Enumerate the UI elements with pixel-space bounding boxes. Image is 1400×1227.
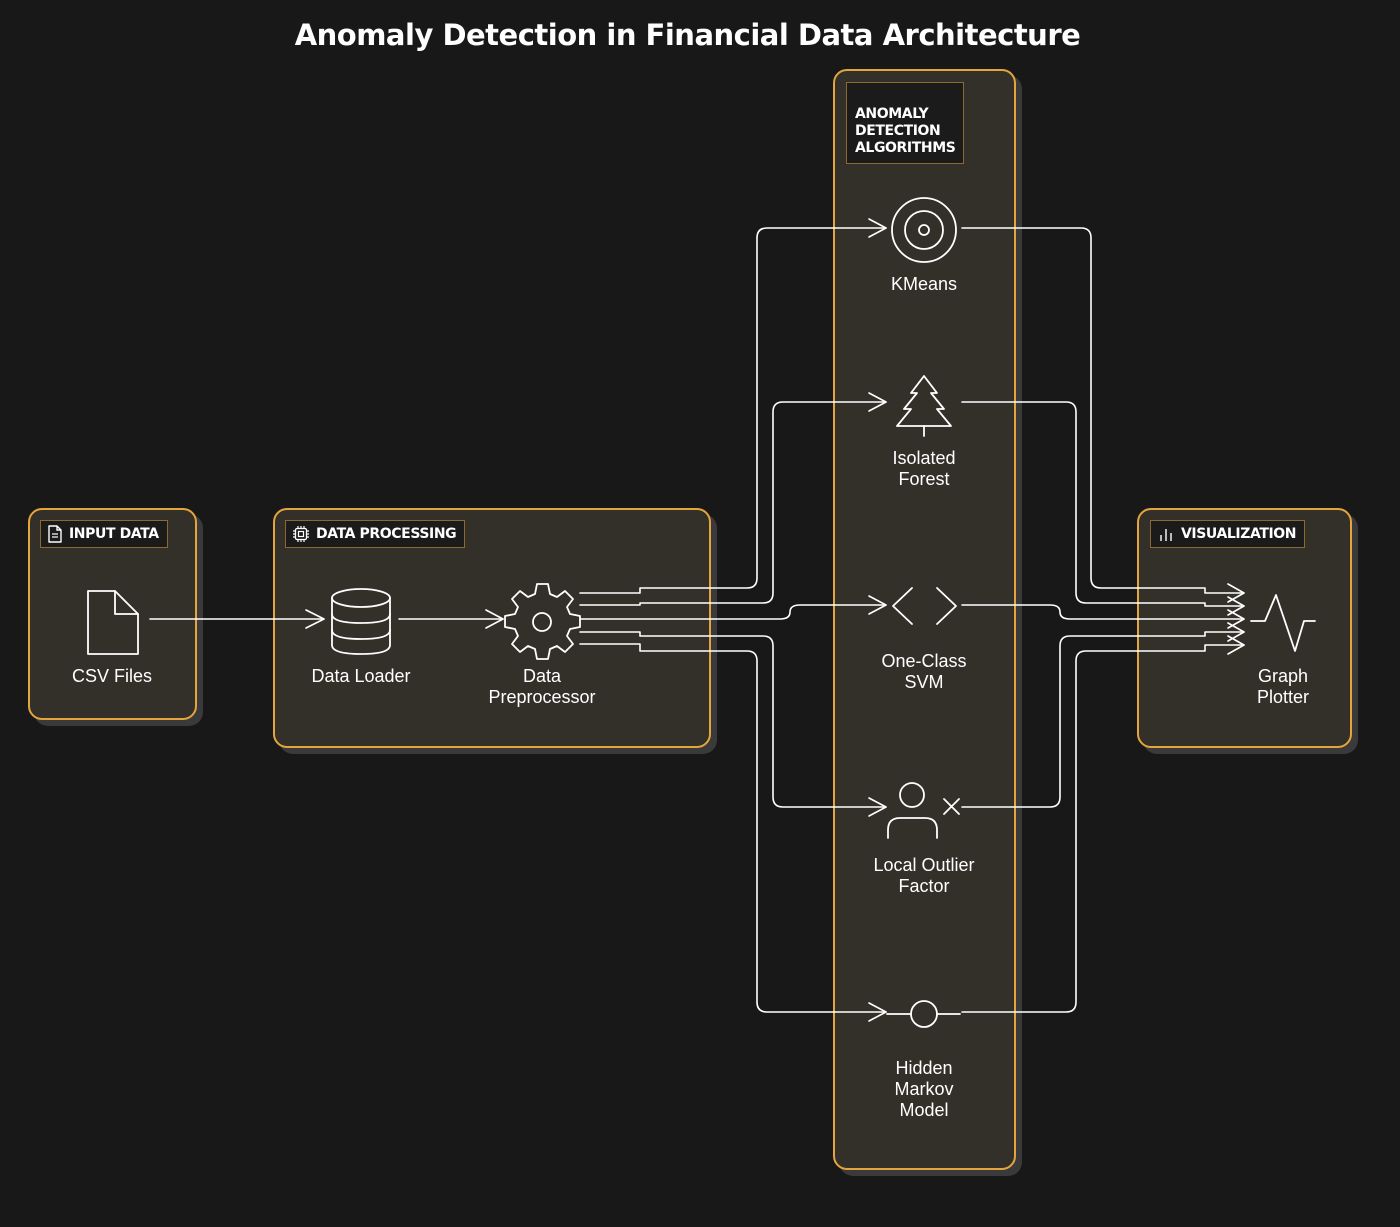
group-anomaly-detection-algorithms: ANOMALY DETECTION ALGORITHMS — [833, 69, 1016, 1170]
node-label-data-loader: Data Loader — [311, 666, 411, 686]
group-label-data-processing: DATA PROCESSING — [285, 520, 466, 548]
group-input-data: INPUT DATA — [28, 508, 197, 720]
group-visualization: VISUALIZATION — [1137, 508, 1352, 748]
node-label-hidden-markov-model: Hidden Markov Model — [894, 1058, 954, 1120]
node-label-graph-plotter: Graph Plotter — [1256, 666, 1310, 707]
node-label-kmeans: KMeans — [890, 274, 958, 294]
group-label-input-data: INPUT DATA — [40, 520, 168, 548]
node-label-isolated-forest: Isolated Forest — [892, 448, 956, 489]
bar-chart-icon — [1160, 529, 1172, 541]
node-label-one-class-svm: One-Class SVM — [881, 651, 967, 692]
group-label-visualization: VISUALIZATION — [1150, 520, 1306, 548]
group-data-processing: DATA PROCESSING — [273, 508, 711, 748]
node-label-local-outlier-factor: Local Outlier Factor — [873, 855, 975, 896]
node-label-csv-files: CSV Files — [71, 666, 153, 686]
diagram-title: Anomaly Detection in Financial Data Arch… — [294, 18, 1081, 52]
group-label-algorithms: ANOMALY DETECTION ALGORITHMS — [846, 82, 965, 164]
cpu-icon — [293, 526, 309, 542]
group-title: ANOMALY DETECTION ALGORITHMS — [855, 106, 956, 156]
group-title: DATA PROCESSING — [316, 526, 457, 542]
group-title: VISUALIZATION — [1181, 526, 1297, 542]
document-icon — [48, 525, 62, 543]
group-title: INPUT DATA — [69, 526, 159, 542]
node-label-data-preprocessor: Data Preprocessor — [488, 666, 596, 707]
